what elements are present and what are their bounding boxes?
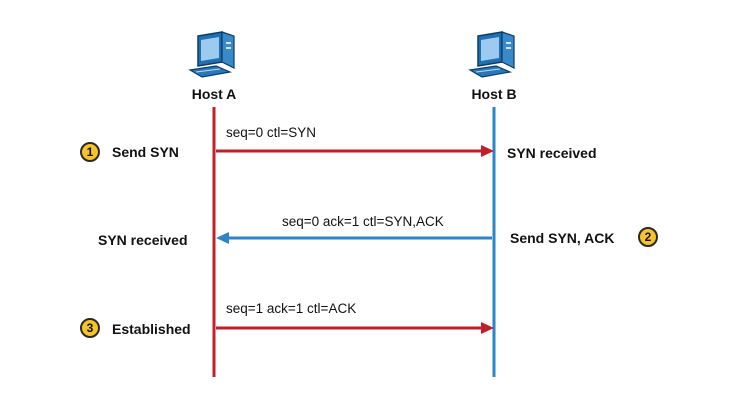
- syn-ack-arrowhead: [216, 232, 229, 244]
- step-badge-1: 1: [80, 142, 100, 162]
- host-a-computer-icon: [188, 31, 235, 78]
- host-a-step-2-label: SYN received: [98, 232, 188, 248]
- host-a-step-3-label: Established: [112, 321, 191, 337]
- host-a-label: Host A: [191, 86, 237, 102]
- host-b-step-2-label: Send SYN, ACK: [510, 230, 615, 246]
- host-b-label: Host B: [471, 86, 517, 102]
- syn-ack-message-label: seq=0 ack=1 ctl=SYN,ACK: [282, 214, 444, 229]
- ack-arrowhead: [481, 322, 494, 334]
- syn-arrowhead: [481, 145, 494, 157]
- step-badge-2: 2: [638, 227, 658, 247]
- ack-message-label: seq=1 ack=1 ctl=ACK: [226, 301, 357, 316]
- syn-message-label: seq=0 ctl=SYN: [226, 125, 317, 140]
- host-b-step-1-label: SYN received: [507, 145, 597, 161]
- host-b-computer-icon: [468, 31, 515, 78]
- host-a-step-1-label: Send SYN: [112, 144, 179, 160]
- step-badge-3: 3: [80, 318, 100, 338]
